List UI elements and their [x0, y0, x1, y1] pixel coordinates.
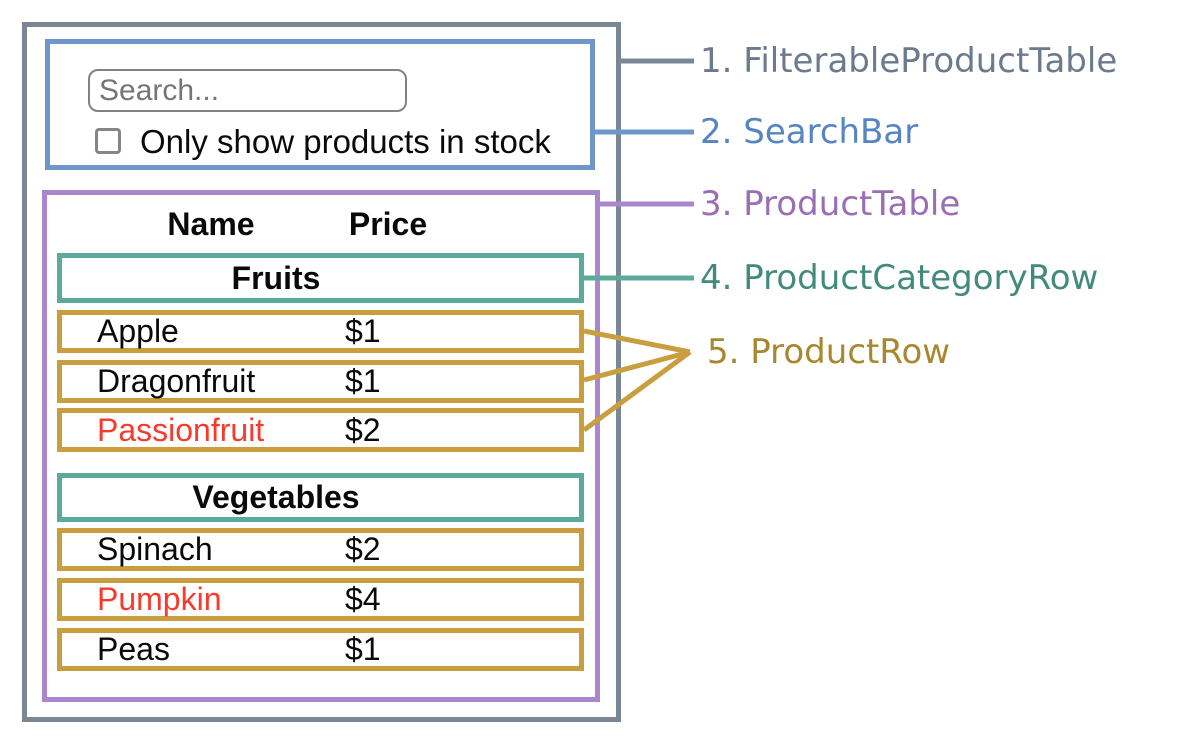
legend-product-table: 3. ProductTable	[700, 184, 961, 224]
legend-product-row: 5. ProductRow	[707, 332, 951, 372]
legend-search-bar: 2. SearchBar	[700, 112, 919, 152]
product-name: Apple	[97, 313, 179, 349]
category-row-fruits: Fruits	[57, 253, 584, 303]
product-row: Apple $1	[57, 310, 584, 353]
product-name: Spinach	[97, 531, 213, 567]
category-label: Vegetables	[192, 479, 360, 515]
product-price: $1	[345, 363, 381, 399]
product-price: $2	[345, 531, 381, 567]
product-name: Passionfruit	[97, 411, 265, 448]
legend-filterable-product-table: 1. FilterableProductTable	[700, 41, 1118, 81]
product-table-outline	[42, 190, 600, 702]
column-header-price: Price	[348, 206, 428, 242]
legend-product-category-row: 4. ProductCategoryRow	[700, 258, 1099, 298]
product-row: Peas $1	[57, 628, 584, 671]
product-price: $1	[345, 631, 381, 667]
search-bar-outline	[45, 39, 595, 170]
column-header-name: Name	[167, 206, 255, 242]
category-row-vegetables: Vegetables	[57, 473, 584, 522]
product-name: Dragonfruit	[97, 363, 256, 399]
product-row: Spinach $2	[57, 528, 584, 571]
product-row: Dragonfruit $1	[57, 360, 584, 403]
product-name: Pumpkin	[97, 581, 222, 617]
category-label: Fruits	[231, 259, 321, 296]
product-row: Pumpkin $4	[57, 578, 584, 621]
search-input[interactable]	[88, 69, 407, 112]
product-row: Passionfruit $2	[57, 408, 584, 452]
in-stock-checkbox[interactable]	[95, 128, 121, 154]
product-price: $1	[345, 313, 381, 349]
in-stock-checkbox-label: Only show products in stock	[140, 123, 551, 160]
product-price: $4	[345, 581, 381, 617]
product-price: $2	[345, 411, 381, 448]
product-name: Peas	[97, 631, 170, 667]
